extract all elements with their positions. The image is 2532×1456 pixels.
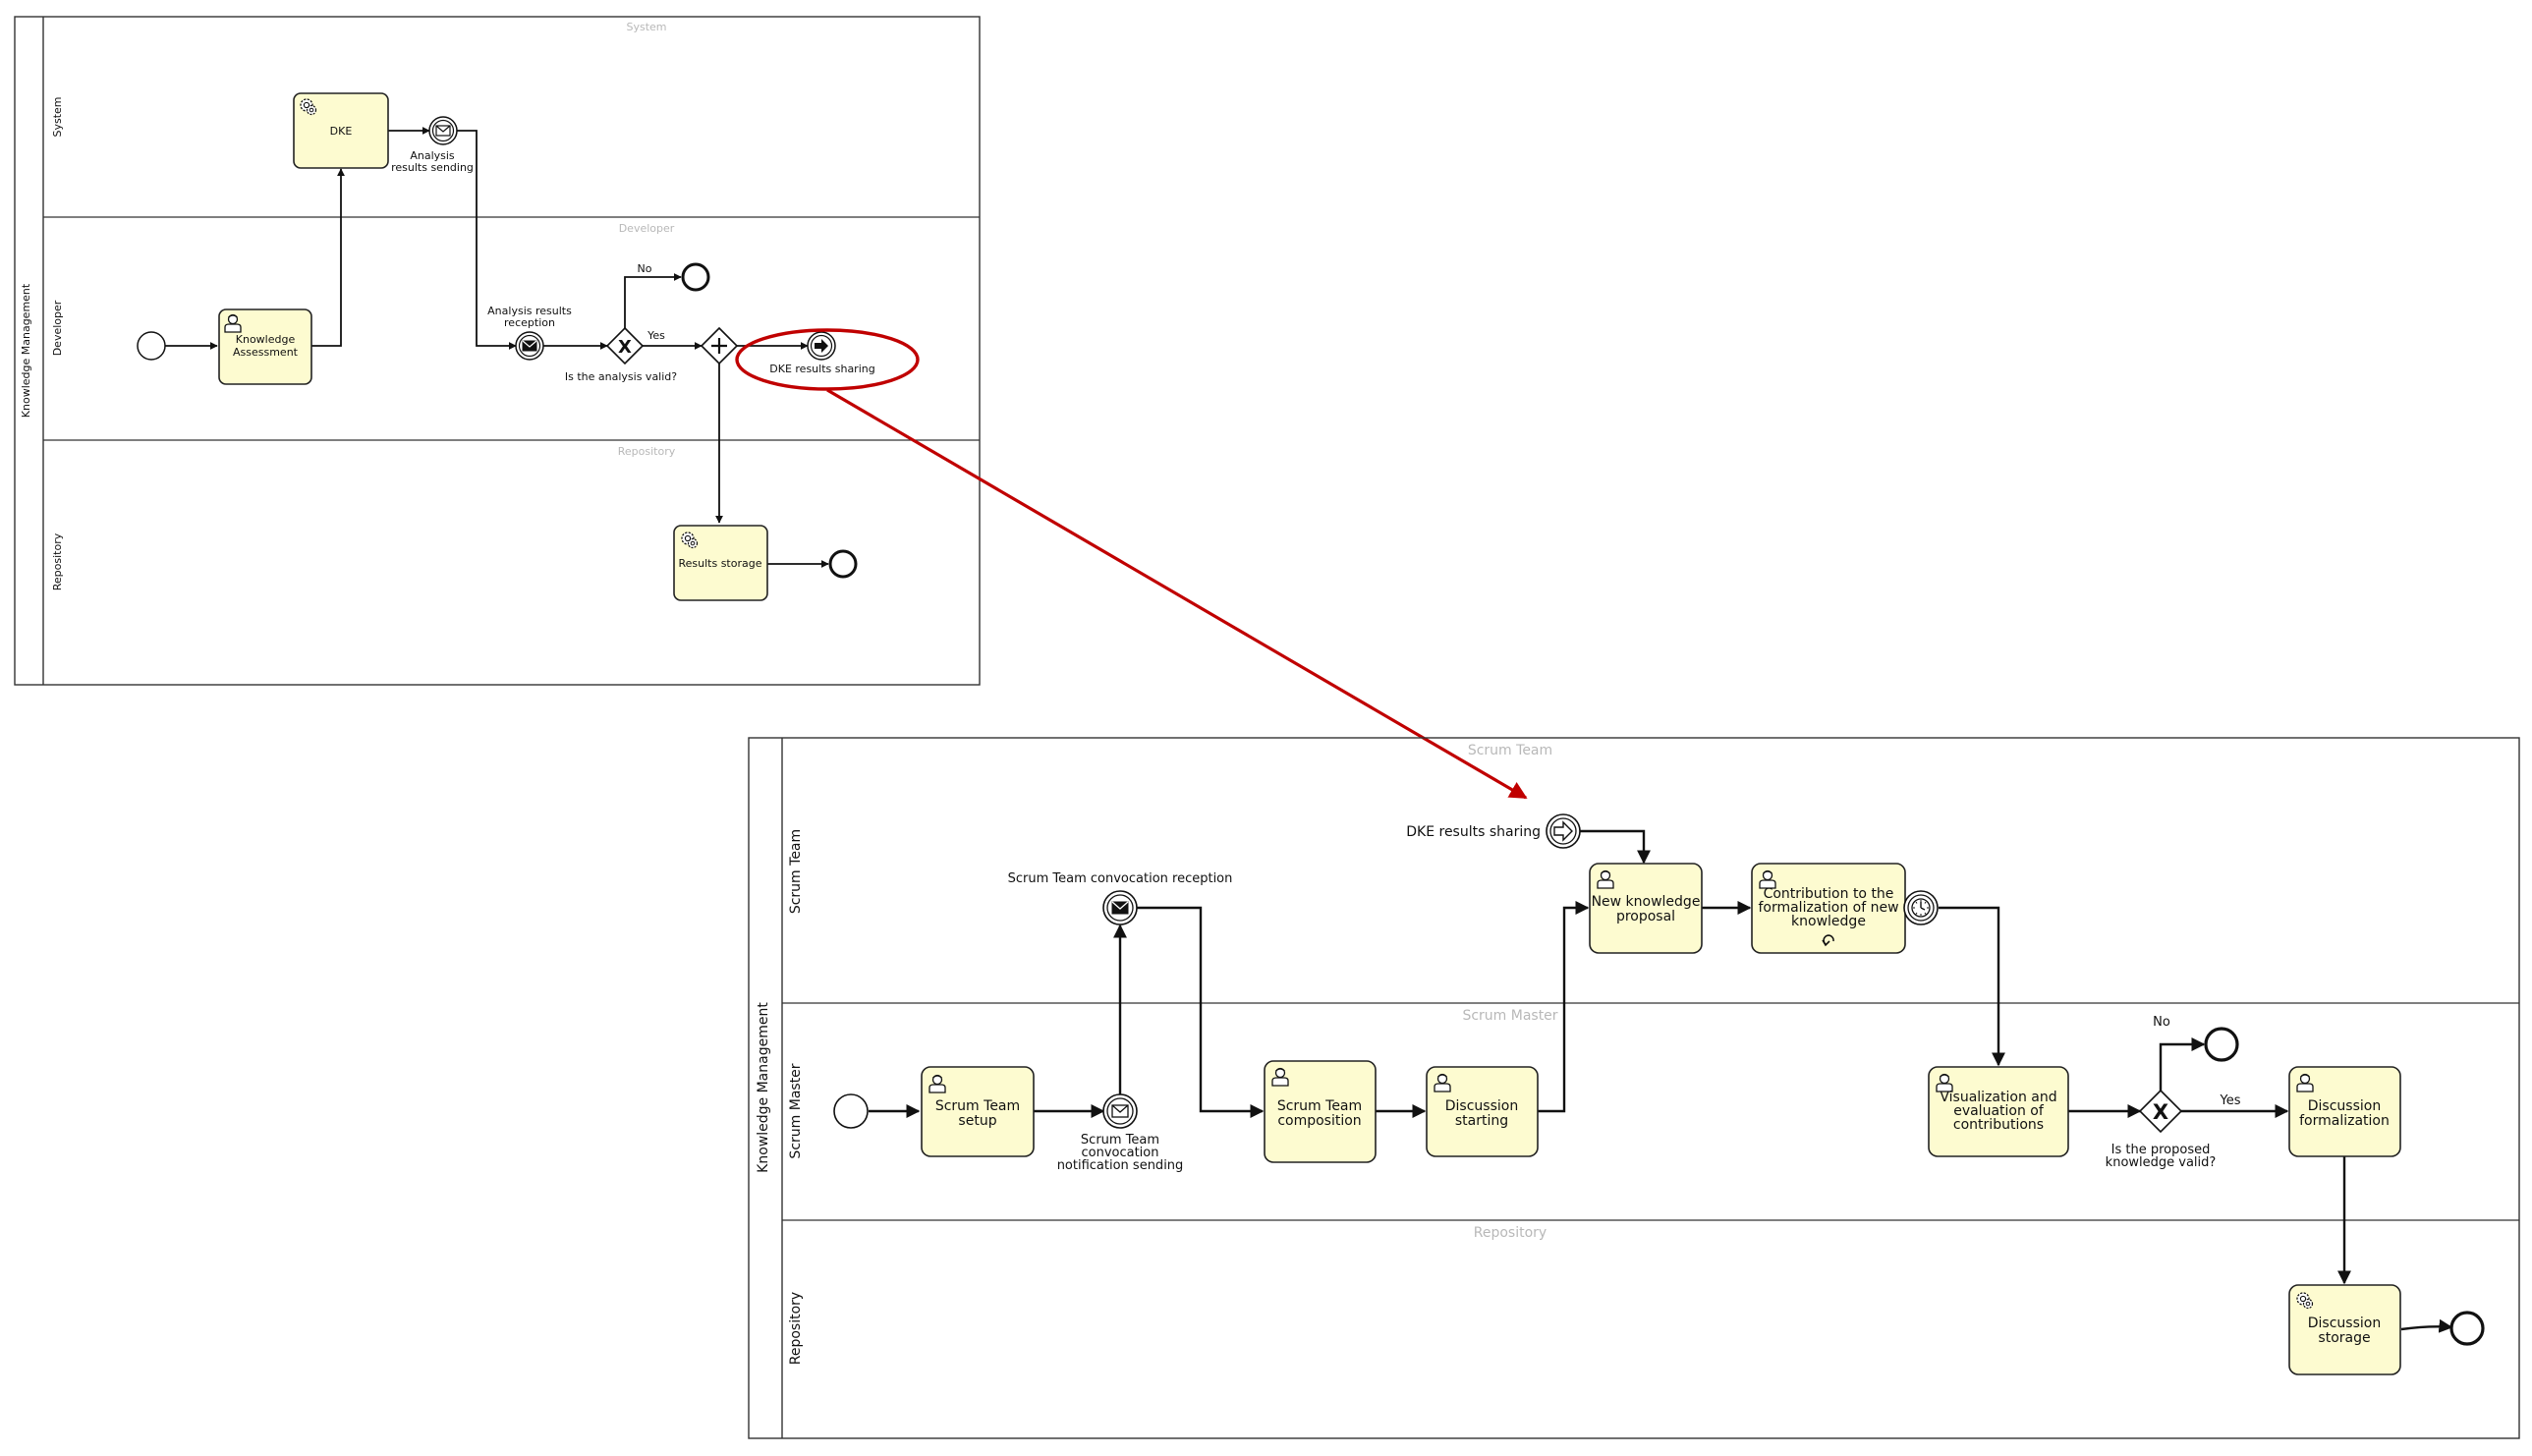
- event-label: DKE results sharing: [1406, 824, 1541, 840]
- task-label: Assessment: [233, 346, 299, 359]
- lane-1-watermark-repository: Repository: [618, 445, 676, 458]
- event-label: results sending: [391, 161, 474, 174]
- event-convocation-notification-sending[interactable]: [1102, 1093, 1138, 1129]
- task-discussion-formalization[interactable]: Discussion formalization: [2288, 1066, 2401, 1157]
- task-label: Scrum Team: [1277, 1098, 1362, 1114]
- event-label: Scrum Team: [1081, 1133, 1159, 1148]
- task-dke[interactable]: DKE: [293, 92, 389, 169]
- task-scrum-team-setup[interactable]: Scrum Team setup: [921, 1066, 1035, 1157]
- task-label: Visualization and: [1940, 1090, 2056, 1105]
- task-label: evaluation of: [1953, 1103, 2045, 1119]
- diagram-1-flows: [165, 127, 829, 568]
- envelope-filled-icon: [1111, 901, 1129, 915]
- task-label: DKE: [330, 125, 353, 138]
- end-event-2-no: [2204, 1027, 2239, 1062]
- task-knowledge-assessment[interactable]: Knowledge Assessment: [218, 308, 312, 385]
- envelope-icon: [435, 125, 451, 137]
- x-icon: X: [618, 337, 632, 358]
- task-label: formalization: [2299, 1113, 2390, 1129]
- pool-1-label: Knowledge Management: [20, 283, 32, 418]
- highlight-ellipse: [735, 328, 920, 391]
- event-label: convocation: [1081, 1146, 1158, 1160]
- task-label: Discussion: [2308, 1316, 2381, 1331]
- task-label: Discussion: [1445, 1098, 1518, 1114]
- event-analysis-results-reception[interactable]: [515, 331, 544, 361]
- lane-1-name-repository: Repository: [51, 532, 64, 590]
- task-visualization-evaluation[interactable]: Visualization and evaluation of contribu…: [1928, 1066, 2069, 1157]
- event-dke-results-sharing-catch[interactable]: [1546, 813, 1581, 849]
- event-label: DKE results sharing: [769, 363, 874, 375]
- task-label: Scrum Team: [935, 1098, 1020, 1114]
- event-convocation-reception[interactable]: [1102, 890, 1138, 925]
- diagram-1: Knowledge Management System Developer Re…: [14, 16, 981, 686]
- gateway-question: Is the analysis valid?: [565, 370, 677, 383]
- flow-label-yes: Yes: [647, 329, 665, 342]
- start-event-2: [833, 1093, 869, 1129]
- task-label: Results storage: [678, 557, 761, 570]
- event-analysis-results-sending[interactable]: [428, 116, 458, 145]
- flow-label-no: No: [2153, 1015, 2170, 1030]
- lane-1-name-developer: Developer: [51, 300, 64, 356]
- diagram-2: Knowledge Management Scrum Team Scrum Ma…: [748, 737, 2520, 1439]
- task-discussion-storage[interactable]: Discussion storage: [2288, 1284, 2401, 1375]
- lane-2-watermark-scrum-master: Scrum Master: [1462, 1008, 1557, 1024]
- arrow-right-icon: [1553, 820, 1573, 842]
- task-results-storage[interactable]: Results storage: [673, 525, 768, 601]
- x-icon: X: [2153, 1100, 2168, 1124]
- event-label: notification sending: [1057, 1158, 1184, 1173]
- pool-1: [14, 16, 981, 686]
- task-new-knowledge-proposal[interactable]: New knowledge proposal: [1589, 863, 1703, 954]
- gateway-parallel-1[interactable]: [700, 326, 739, 365]
- event-label: Analysis results: [487, 305, 572, 317]
- highlight-connector-arrow: [826, 388, 1528, 800]
- task-discussion-starting[interactable]: Discussion starting: [1426, 1066, 1539, 1157]
- task-label: storage: [2318, 1330, 2370, 1346]
- task-label: Contribution to the: [1764, 886, 1894, 902]
- task-contribution-formalization[interactable]: Contribution to the formalization of new…: [1751, 863, 1906, 954]
- pool-2-label: Knowledge Management: [756, 1002, 771, 1173]
- lane-2-name-scrum-team: Scrum Team: [788, 829, 804, 914]
- diagram-2-flows: [869, 829, 2453, 1333]
- event-label: reception: [504, 316, 555, 329]
- task-label: composition: [1277, 1113, 1361, 1129]
- pool-2: [748, 737, 2520, 1439]
- envelope-filled-icon: [522, 340, 537, 352]
- lane-2-name-repository: Repository: [788, 1292, 804, 1365]
- lane-2-watermark-repository: Repository: [1474, 1225, 1547, 1241]
- lane-2-watermark-scrum-team: Scrum Team: [1468, 743, 1552, 758]
- gateway-exclusive-1[interactable]: X: [605, 326, 645, 365]
- start-event-1: [137, 331, 166, 361]
- loop-icon: [1822, 934, 1834, 947]
- task-label: starting: [1455, 1113, 1508, 1129]
- task-label: Knowledge: [236, 333, 296, 346]
- event-dke-results-sharing-throw[interactable]: [807, 331, 836, 361]
- flow-label-yes: Yes: [2220, 1093, 2241, 1108]
- task-label: setup: [958, 1113, 996, 1129]
- task-scrum-team-composition[interactable]: Scrum Team composition: [1264, 1060, 1377, 1163]
- gateway-exclusive-2[interactable]: X: [2138, 1089, 2183, 1134]
- task-label: knowledge: [1791, 914, 1866, 929]
- lane-1-watermark-developer: Developer: [619, 222, 675, 235]
- envelope-icon: [1111, 1104, 1129, 1118]
- end-event-1-no: [681, 262, 710, 292]
- event-label: Analysis: [410, 149, 455, 162]
- end-event-2-storage: [2449, 1311, 2485, 1346]
- flow-label-no: No: [638, 262, 652, 275]
- task-label: Discussion: [2308, 1098, 2381, 1114]
- task-label: New knowledge: [1592, 894, 1701, 910]
- gateway-question: knowledge valid?: [2106, 1155, 2217, 1170]
- task-label: proposal: [1616, 909, 1675, 924]
- task-label: formalization of new: [1758, 900, 1898, 916]
- lane-1-name-system: System: [51, 96, 64, 137]
- lane-2-name-scrum-master: Scrum Master: [788, 1063, 804, 1158]
- gateway-question: Is the proposed: [2111, 1143, 2211, 1157]
- timer-boundary-event[interactable]: [1903, 890, 1939, 925]
- arrow-right-icon: [815, 339, 828, 353]
- lane-1-watermark-system: System: [626, 21, 666, 33]
- end-event-1-storage: [828, 549, 858, 579]
- event-label: Scrum Team convocation reception: [1008, 871, 1233, 886]
- task-label: contributions: [1953, 1117, 2044, 1133]
- clock-icon: [1911, 898, 1931, 918]
